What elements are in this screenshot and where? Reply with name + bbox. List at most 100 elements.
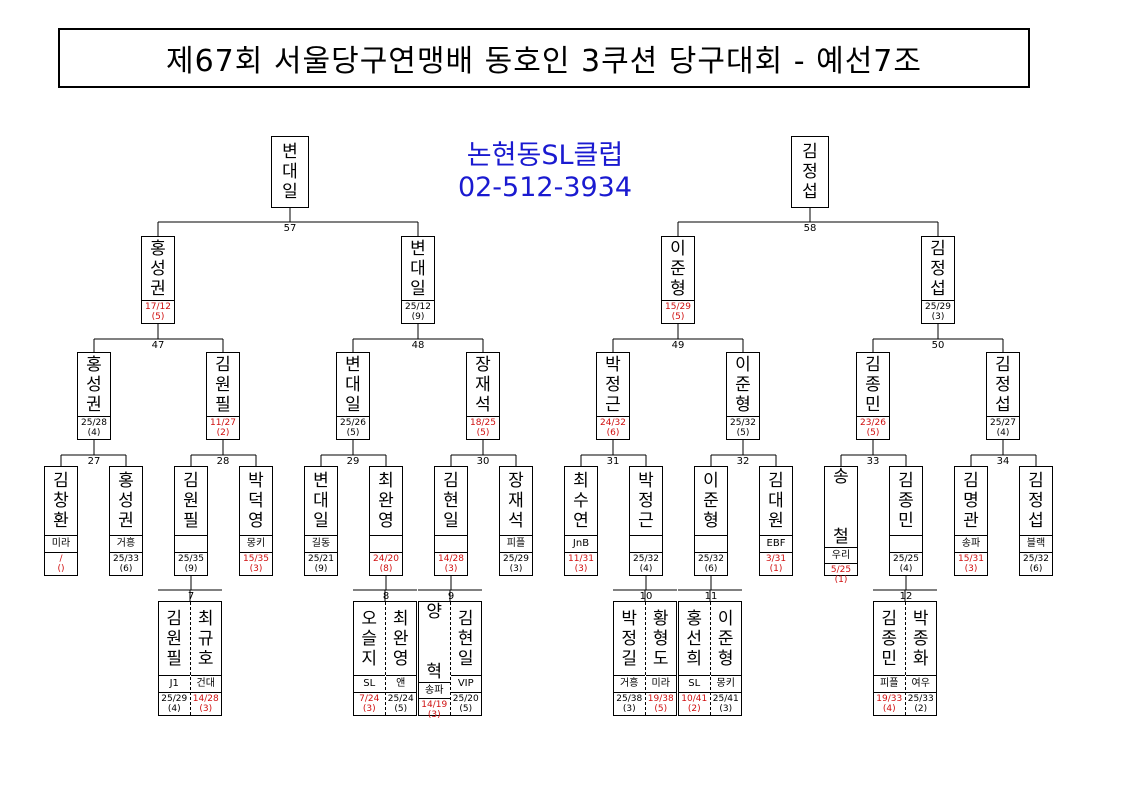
score-cell: 25/33(6) [110,552,142,575]
club-cell: 몽키 [240,535,272,552]
score-cell: 14/28(3) [435,552,467,575]
match-number: 32 [736,456,750,467]
club-cell: 여우 [905,675,936,692]
match-number: 29 [346,456,360,467]
club-cell: 몽키 [710,675,741,692]
club-cell [435,535,467,552]
club-cell: 건대 [190,675,221,692]
score-cell: 25/35(9) [175,552,207,575]
club-cell [175,535,207,552]
score-cell: 15/31(3) [955,552,987,575]
club-cell: 블랙 [1020,535,1052,552]
club-cell: 길동 [305,535,337,552]
score-cell: 25/12(9) [402,300,434,323]
match-number: 30 [476,456,490,467]
club-cell: SL [354,675,385,692]
score-cell: 25/32(5) [727,416,759,439]
match-number: 11 [704,591,718,602]
club-cell [630,535,662,552]
club-cell: JnB [565,535,597,552]
score-cell: 25/27(4) [987,416,1019,439]
match-number: 9 [447,591,455,602]
club-cell: 미라 [45,535,77,552]
match-number: 57 [283,223,297,234]
score-cell: 10/41(2) [679,692,710,715]
score-cell: 25/28(4) [78,416,110,439]
score-cell: 25/33(2) [905,692,936,715]
title-box: 제67회 서울당구연맹배 동호인 3쿠션 당구대회 - 예선7조 [58,28,1030,88]
match-number: 47 [151,340,165,351]
score-cell: 15/29(5) [662,300,694,323]
match-number: 28 [216,456,230,467]
match-number: 7 [187,591,195,602]
score-cell: 14/19(3) [419,698,450,721]
score-cell: 15/35(3) [240,552,272,575]
club-cell: SL [679,675,710,692]
match-number: 50 [931,340,945,351]
score-cell: 25/21(9) [305,552,337,575]
match-number: 48 [411,340,425,351]
score-cell: 18/25(5) [467,416,499,439]
score-cell: 17/12(5) [142,300,174,323]
player-name: 송 철 [833,467,849,547]
club-cell: 앤 [385,675,416,692]
club-cell [370,535,402,552]
match-number: 49 [671,340,685,351]
score-cell: 25/29(3) [922,300,954,323]
match-number: 27 [87,456,101,467]
score-cell: 25/24(5) [385,692,416,715]
score-cell: 25/25(4) [890,552,922,575]
sponsor-phone: 02-512-3934 [457,172,633,203]
match-number: 8 [382,591,390,602]
score-cell: /() [45,552,77,575]
club-cell: J1 [159,675,190,692]
score-cell: 3/31(1) [760,552,792,575]
